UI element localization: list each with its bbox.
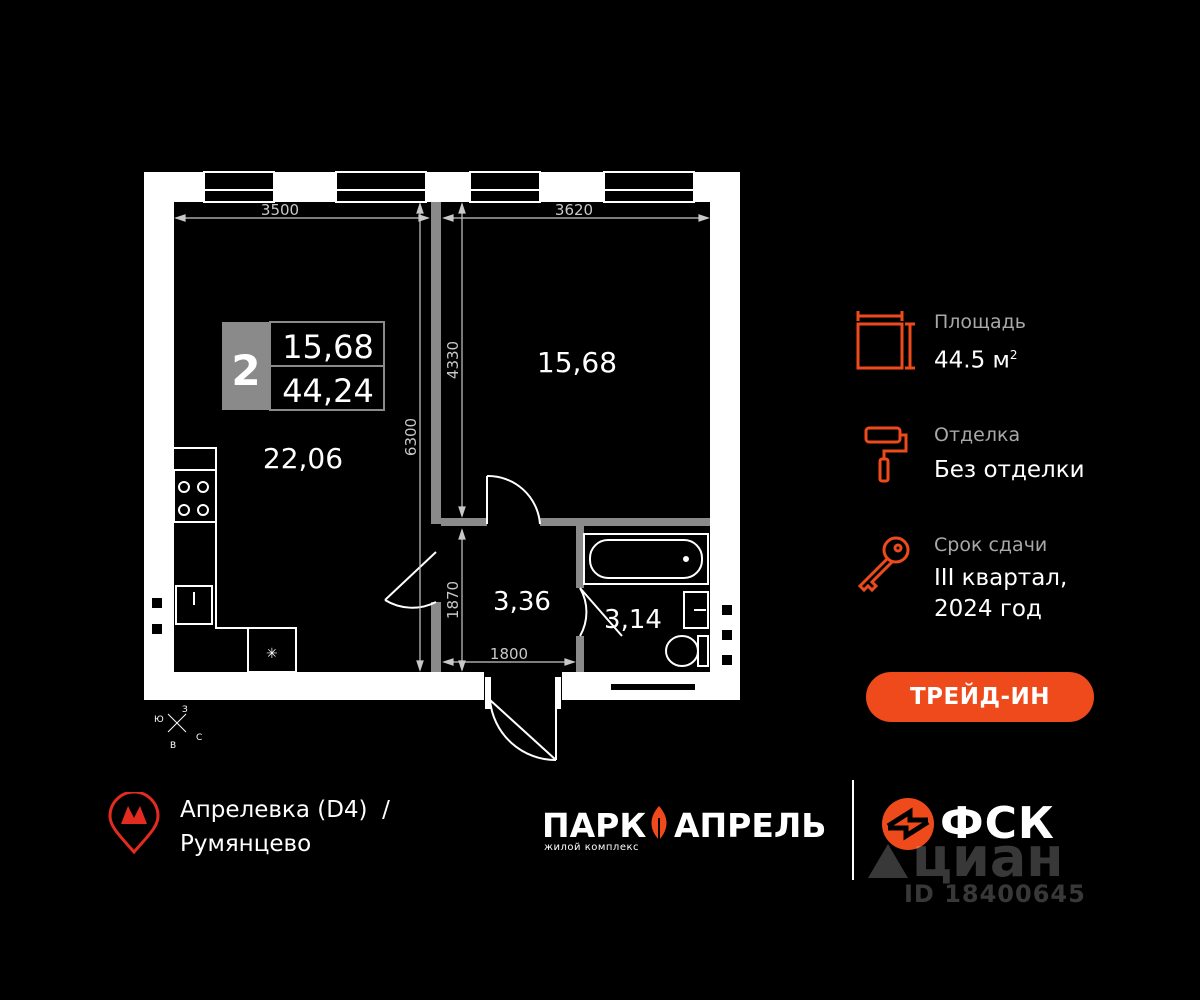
doors: [384, 474, 623, 762]
finish-value: Без отделки: [934, 457, 1085, 483]
kitchen-counter: [173, 447, 297, 673]
watermark-name: циан: [912, 826, 1064, 889]
dimension-lines: [174, 202, 710, 672]
deadline-value-line1: III квартал,: [934, 565, 1068, 591]
area-label: Площадь: [934, 311, 1026, 333]
dim-hall-horizontal: 1800: [490, 645, 528, 663]
dim-top-right: 3620: [555, 201, 593, 219]
metro-pin-icon: [108, 792, 160, 855]
risers-left: [152, 598, 162, 634]
brand-name-left: ПАРК: [542, 806, 647, 845]
floor-area-icon: [856, 311, 915, 370]
rooms-badge: [222, 321, 385, 411]
room-area-bathroom: 3,14: [604, 605, 662, 635]
rooms-count: 2: [231, 346, 260, 395]
area-unit-sup: 2: [1009, 348, 1018, 362]
compass-icon: [167, 713, 187, 733]
badge-total-area: 44,24: [282, 372, 374, 410]
leaf-icon: [651, 806, 667, 847]
badge-living-area: 15,68: [282, 328, 374, 366]
room-area-hall: 3,36: [493, 587, 551, 617]
room-area-kitchen: 22,06: [263, 442, 343, 475]
compass-east: С: [196, 733, 202, 743]
brand-subtitle: жилой комплекс: [544, 842, 640, 853]
deadline-label: Срок сдачи: [934, 534, 1048, 556]
finish-label: Отделка: [934, 424, 1021, 446]
deadline-value-line2: 2024 год: [934, 596, 1042, 622]
fsk-logo-icon: [882, 798, 934, 850]
compass-south: В: [170, 741, 176, 751]
windows: [203, 171, 697, 692]
area-value-text: 44.5 м: [934, 347, 1010, 374]
outer-walls: [144, 172, 740, 700]
metro-line1: Апрелевка (D4) /: [180, 797, 390, 823]
watermark-id: ID 18400645: [904, 880, 1086, 908]
trade-in-button[interactable]: ТРЕЙД-ИН: [866, 672, 1094, 722]
floor-plan: ✳ 3500 3620 6300 4330 1870 18: [144, 171, 740, 762]
paint-roller-icon: [864, 426, 908, 483]
bathroom-fixtures: [583, 533, 709, 667]
key-icon: [857, 536, 910, 592]
dim-hall-vertical: 1870: [444, 581, 462, 619]
brand-name-right: АПРЕЛЬ: [674, 806, 827, 845]
compass-north: З: [182, 705, 188, 715]
fridge-icon: ✳: [266, 646, 278, 662]
dim-left-vertical: 6300: [402, 418, 420, 456]
cian-logo-icon: [868, 844, 908, 878]
area-value: 44.5 м2: [934, 340, 1018, 377]
dim-top-left: 3500: [261, 201, 299, 219]
logo-divider: [852, 780, 854, 880]
risers-right: [722, 605, 732, 665]
developer-name: ФСК: [940, 798, 1055, 849]
interior-walls: [431, 202, 710, 672]
compass-west: Ю: [154, 715, 164, 725]
metro-line2: Румянцево: [180, 831, 312, 857]
room-area-bedroom: 15,68: [537, 346, 617, 379]
dim-right-vertical: 4330: [444, 341, 462, 379]
